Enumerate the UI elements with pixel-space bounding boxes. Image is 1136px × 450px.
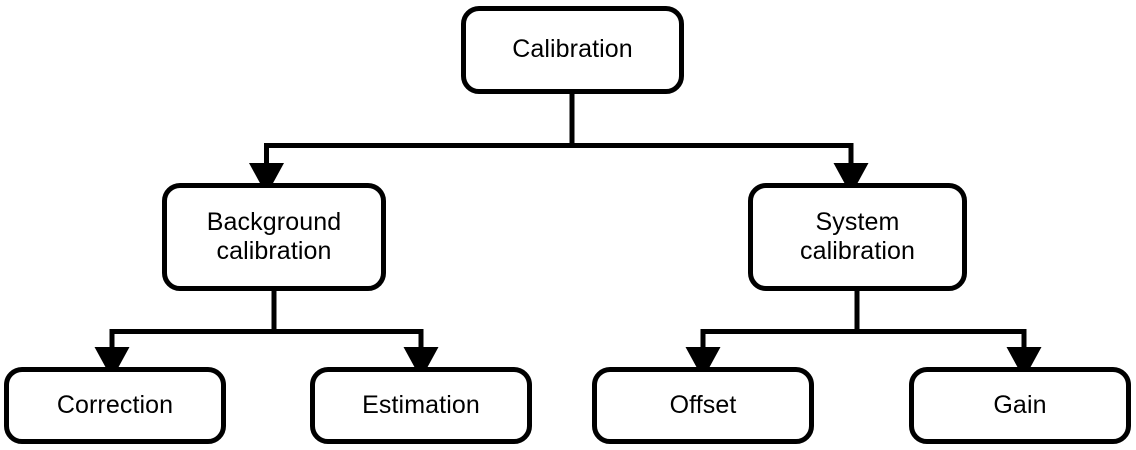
edge-system-offset: [685, 291, 860, 380]
node-offset[interactable]: Offset: [592, 367, 814, 444]
node-correction[interactable]: Correction: [4, 367, 226, 444]
node-background-calibration-label: Background calibration: [206, 207, 342, 266]
node-gain[interactable]: Gain: [909, 367, 1131, 444]
edge-background-estimation: [274, 329, 439, 380]
node-calibration-label: Calibration: [512, 35, 633, 64]
node-calibration[interactable]: Calibration: [461, 6, 684, 94]
node-gain-label: Gain: [993, 390, 1047, 419]
edge-calibration-background: [249, 94, 575, 196]
node-correction-label: Correction: [56, 390, 174, 419]
node-offset-label: Offset: [669, 390, 737, 419]
node-system-calibration-label: System calibration: [799, 207, 916, 266]
node-estimation[interactable]: Estimation: [310, 367, 532, 444]
edge-calibration-system: [572, 143, 869, 196]
edge-background-correction: [94, 291, 277, 380]
edge-system-gain: [857, 329, 1042, 380]
node-system-calibration[interactable]: System calibration: [748, 183, 967, 291]
node-estimation-label: Estimation: [362, 390, 480, 419]
node-background-calibration[interactable]: Background calibration: [162, 183, 386, 291]
